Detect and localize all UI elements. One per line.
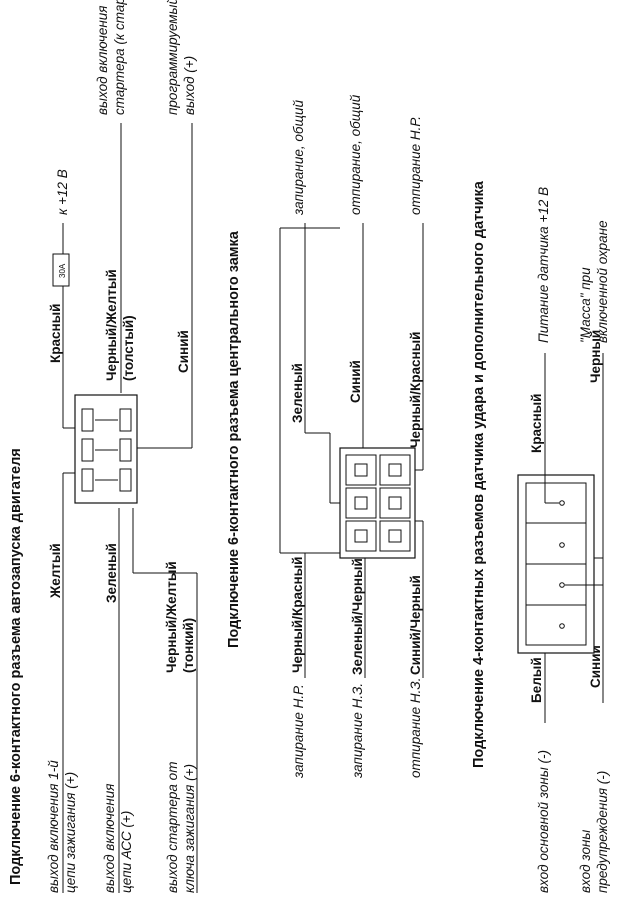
autostart-wire-yellow: Желтый (48, 543, 63, 599)
fuse-icon (52, 253, 70, 287)
autostart-note-prog-line2: выход (+) (182, 56, 197, 115)
autostart-note-ign-line1: выход включения 1-й (46, 760, 61, 893)
central-lock-wire-green: Зеленый (290, 363, 305, 423)
autostart-wire-thin-line2: (тонкий) (181, 618, 196, 673)
autostart-wire-blue: Синий (176, 330, 191, 373)
central-lock-note-unlock-nc: отпирание Н.З. (408, 678, 423, 778)
autostart-note-key-line1: выход стартера от (165, 762, 180, 893)
central-lock-wire-blue-black: Синий/Черный (408, 575, 423, 675)
autostart-note-plus12: к +12 В (55, 169, 70, 215)
central-lock-note-unlock-common: отпирание, общий (348, 94, 363, 215)
autostart-wire-thick-line2: (толстый) (121, 315, 136, 381)
sensor-section: Подключение 4-контактных разъемов датчик… (471, 180, 610, 893)
fuse-label: 30A (58, 263, 67, 278)
autostart-note-start-line2: стартера (к стартеру) (+) (112, 0, 127, 115)
autostart-wire-thin-line1: Черный/Желтый (164, 561, 179, 673)
autostart-note-ign-line2: цепи зажигания (+) (63, 772, 78, 893)
sensor-note-warn-line2: предупреждения (-) (595, 771, 610, 893)
autostart-note-prog-line1: программируемый (165, 0, 180, 115)
central-lock-note-lock-no: запирание Н.Р. (291, 684, 306, 779)
central-lock-wire-blue: Синий (348, 360, 363, 403)
sensor-note-gnd-line1: "Масса" при (578, 267, 593, 343)
sensor-wire-white: Белый (529, 657, 544, 703)
sensor-wire-blue: Синий (588, 645, 603, 688)
sensor-note-main-zone: вход основной зоны (-) (536, 750, 551, 893)
autostart-wire-red: Красный (48, 304, 63, 363)
autostart-note-start-line1: выход включения (95, 5, 110, 115)
central-lock-connector (339, 447, 416, 559)
central-lock-section: Подключение 6-контактного разъема центра… (226, 94, 424, 779)
sensor-connector (517, 474, 595, 654)
autostart-wire-green: Зеленый (104, 543, 119, 603)
autostart-note-acc-line2: цепи АСС (+) (119, 811, 134, 893)
central-lock-note-unlock-no: отпирание Н.Р. (408, 116, 423, 215)
central-lock-wire-black-red-right: Черный/Красный (408, 332, 423, 448)
sensor-title: Подключение 4-контактных разъемов датчик… (471, 180, 487, 768)
sensor-note-gnd-line2: включенной охране (595, 220, 610, 343)
central-lock-wire-green-black: Зеленый/Черный (350, 558, 365, 675)
central-lock-note-lock-nc: запирание Н.З. (350, 683, 365, 779)
sensor-wire-red: Красный (529, 394, 544, 453)
autostart-note-key-line2: ключа зажигания (+) (182, 764, 197, 893)
autostart-note-acc-line1: выход включения (102, 783, 117, 893)
central-lock-note-lock-common: запирание, общий (291, 100, 306, 216)
sensor-wire-black: Черный (588, 330, 603, 383)
central-lock-wire-black-red-left: Черный/Красный (290, 557, 305, 673)
central-lock-title: Подключение 6-контактного разъема центра… (226, 230, 242, 648)
autostart-connector (74, 394, 138, 504)
autostart-wire-thick-line1: Черный/Желтый (104, 269, 119, 381)
autostart-title: Подключение 6-контактного разъема автоза… (8, 448, 24, 885)
sensor-note-warn-line1: вход зоны (578, 830, 593, 893)
sensor-note-power: Питание датчика +12 В (536, 187, 551, 343)
autostart-section: Подключение 6-контактного разъема автоза… (8, 0, 198, 893)
